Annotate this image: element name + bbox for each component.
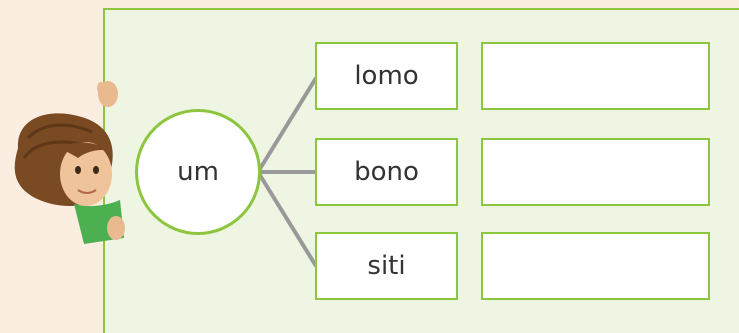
peeking-child-illustration (14, 81, 125, 244)
word-label-3: siti (367, 251, 406, 281)
answer-box-1[interactable] (481, 42, 710, 110)
word-label-2: bono (354, 157, 419, 187)
word-box-1: lomo (315, 42, 458, 110)
word-box-2: bono (315, 138, 458, 206)
word-label-1: lomo (354, 61, 419, 91)
answer-box-2[interactable] (481, 138, 710, 206)
word-box-3: siti (315, 232, 458, 300)
root-syllable-circle: um (135, 109, 261, 235)
answer-box-3[interactable] (481, 232, 710, 300)
root-syllable-label: um (177, 157, 219, 187)
